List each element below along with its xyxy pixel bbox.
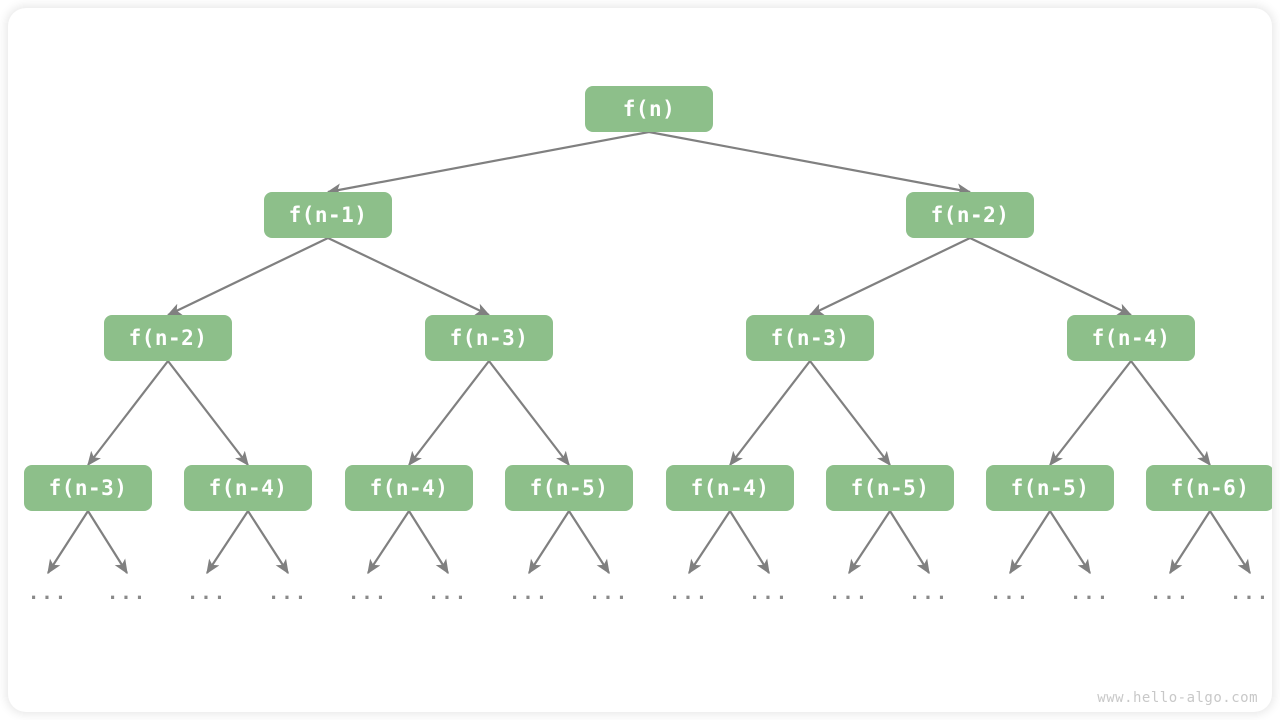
tree-edge bbox=[87, 360, 169, 467]
tree-edge bbox=[87, 510, 128, 575]
diagram-card: f(n) f(n-1) f(n-2) f(n-2) f(n-3) f(n-3) f(n-4)… bbox=[8, 8, 1272, 712]
tree-edge bbox=[969, 237, 1133, 316]
tree-node[interactable]: f(n-4) bbox=[345, 465, 473, 511]
tree-edge bbox=[408, 360, 490, 467]
tree-node-ellipsis: ... bbox=[427, 582, 469, 604]
tree-edge bbox=[47, 510, 89, 575]
tree-node[interactable]: f(n-1) bbox=[264, 192, 392, 238]
tree-edge bbox=[1169, 510, 1211, 575]
tree-node-ellipsis: ... bbox=[828, 582, 870, 604]
tree-node[interactable]: f(n-3) bbox=[24, 465, 152, 511]
tree-node-ellipsis: ... bbox=[27, 582, 69, 604]
tree-node-ellipsis: ... bbox=[508, 582, 550, 604]
tree-node-ellipsis: ... bbox=[748, 582, 790, 604]
tree-edge bbox=[809, 360, 891, 467]
tree-node-ellipsis: ... bbox=[668, 582, 710, 604]
tree-edge bbox=[889, 510, 930, 575]
tree-node-ellipsis: ... bbox=[588, 582, 630, 604]
tree-node-ellipsis: ... bbox=[1229, 582, 1271, 604]
tree-node[interactable]: f(n) bbox=[585, 86, 713, 132]
tree-node[interactable]: f(n-2) bbox=[906, 192, 1034, 238]
tree-node[interactable]: f(n-3) bbox=[425, 315, 553, 361]
tree-node-ellipsis: ... bbox=[1069, 582, 1111, 604]
tree-node[interactable]: f(n-4) bbox=[1067, 315, 1195, 361]
tree-edge bbox=[528, 510, 570, 575]
tree-node-ellipsis: ... bbox=[106, 582, 148, 604]
tree-node-ellipsis: ... bbox=[1149, 582, 1191, 604]
tree-edge bbox=[166, 237, 329, 316]
tree-node-ellipsis: ... bbox=[267, 582, 309, 604]
tree-node[interactable]: f(n-4) bbox=[184, 465, 312, 511]
tree-node[interactable]: f(n-5) bbox=[505, 465, 633, 511]
tree-edge bbox=[1049, 510, 1091, 575]
tree-node-ellipsis: ... bbox=[186, 582, 228, 604]
tree-edge bbox=[1009, 510, 1051, 575]
tree-edge bbox=[688, 510, 731, 575]
tree-edge bbox=[247, 510, 289, 575]
watermark-label: www.hello-algo.com bbox=[1097, 690, 1258, 706]
tree-edge bbox=[648, 130, 972, 196]
tree-edge bbox=[206, 510, 249, 575]
tree-edge bbox=[408, 510, 449, 575]
tree-node-ellipsis: ... bbox=[347, 582, 389, 604]
tree-edge bbox=[327, 237, 491, 316]
tree-node-ellipsis: ... bbox=[908, 582, 950, 604]
tree-node[interactable]: f(n-4) bbox=[666, 465, 794, 511]
tree-node[interactable]: f(n-5) bbox=[826, 465, 954, 511]
tree-node[interactable]: f(n-6) bbox=[1146, 465, 1272, 511]
tree-edge bbox=[568, 510, 610, 575]
tree-node[interactable]: f(n-3) bbox=[746, 315, 874, 361]
tree-edge bbox=[1130, 360, 1211, 467]
tree-node[interactable]: f(n-2) bbox=[104, 315, 232, 361]
tree-edge bbox=[1049, 360, 1132, 467]
tree-edge bbox=[367, 510, 410, 575]
tree-edge bbox=[848, 510, 891, 575]
tree-edge bbox=[729, 360, 811, 467]
tree-edge bbox=[167, 360, 249, 467]
tree-edge bbox=[1209, 510, 1251, 575]
tree-edge bbox=[808, 237, 971, 316]
tree-edge bbox=[326, 130, 650, 196]
tree-node-ellipsis: ... bbox=[989, 582, 1031, 604]
tree-edge bbox=[488, 360, 570, 467]
tree-edge bbox=[729, 510, 770, 575]
tree-node[interactable]: f(n-5) bbox=[986, 465, 1114, 511]
recursion-tree-canvas: f(n) f(n-1) f(n-2) f(n-2) f(n-3) f(n-3) f(n-4)… bbox=[8, 8, 1272, 712]
